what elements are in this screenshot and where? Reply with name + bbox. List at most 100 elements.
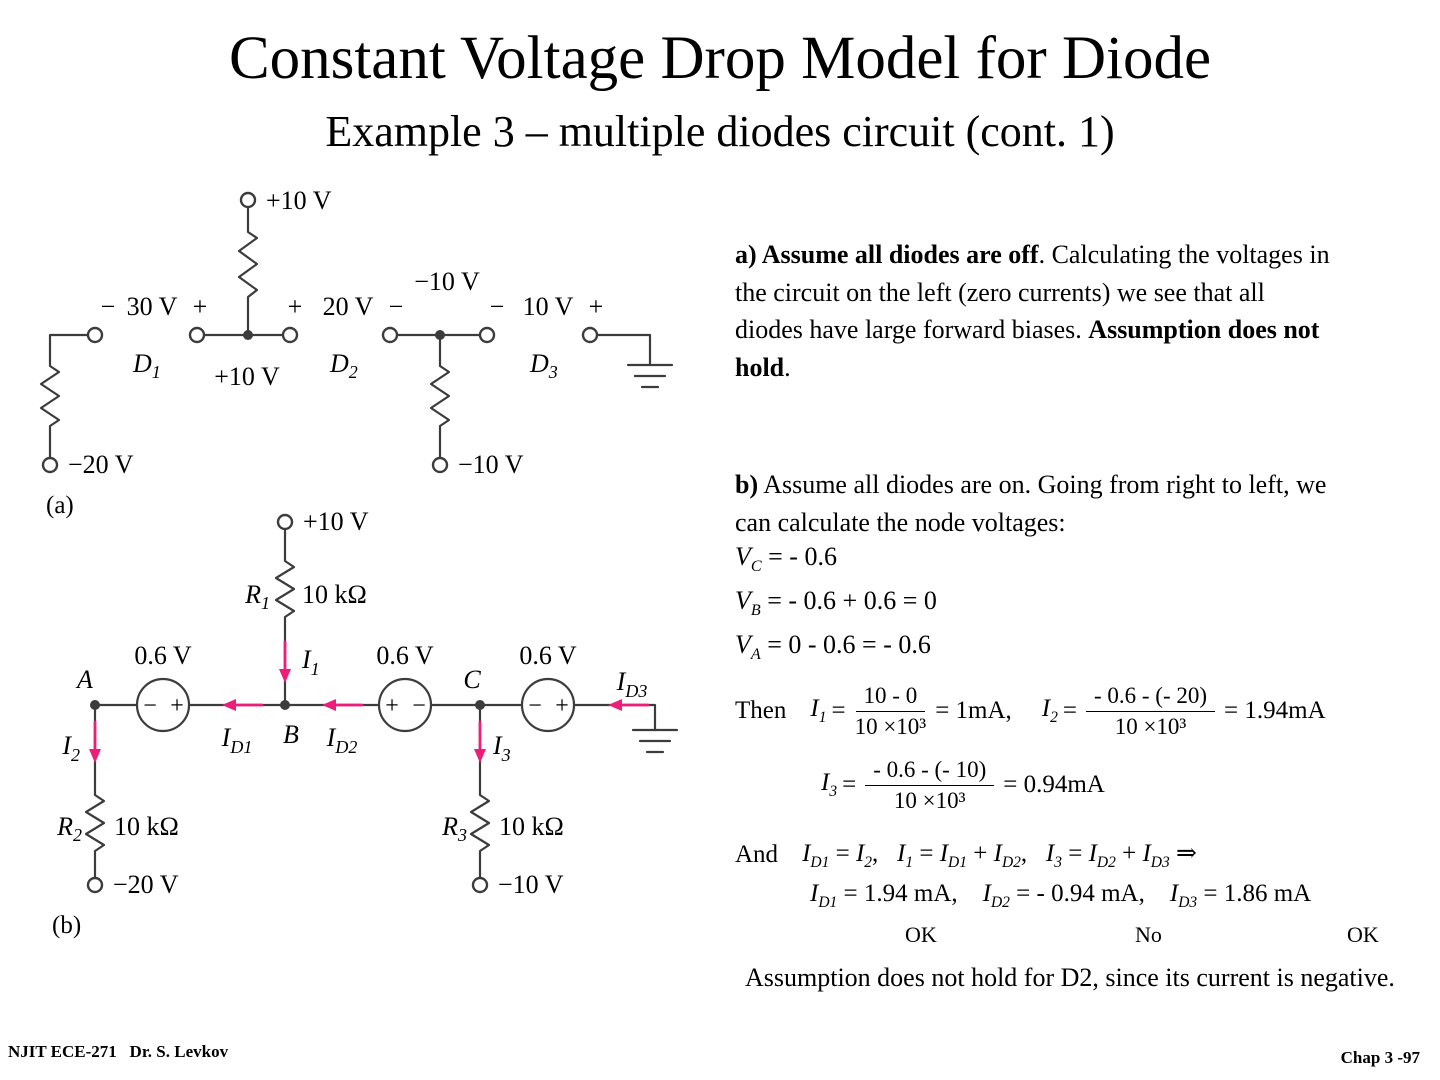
eq-i1-var: I bbox=[810, 695, 819, 723]
junction-dot bbox=[435, 330, 445, 340]
id3-label: ID3 bbox=[616, 667, 648, 701]
explanation-a-lead: a) Assume all diodes are off bbox=[735, 240, 1039, 269]
verdict-id1: OK bbox=[905, 922, 937, 947]
resistor-r1 bbox=[274, 553, 296, 632]
node-voltage-vc: VC = - 0.6 bbox=[735, 542, 837, 576]
d1-plus-sign: + bbox=[193, 292, 208, 321]
ground-symbol bbox=[631, 728, 679, 754]
then-label: Then bbox=[735, 697, 787, 725]
circuit-a: +10 V − 30 V + D1 +10 V + 20 V − D2 −10 … bbox=[39, 186, 674, 519]
explanation-a-period: . bbox=[784, 353, 791, 383]
r3-label: R3 bbox=[441, 812, 467, 845]
footer-course-label: NJIT ECE-271 Dr. S. Levkov bbox=[8, 1042, 229, 1061]
verdict-id3: OK bbox=[1347, 922, 1379, 947]
node-voltage-va: VA = 0 - 0.6 = - 0.6 bbox=[735, 630, 931, 664]
r3-value-label: 10 kΩ bbox=[499, 812, 564, 841]
equation-i2: I2 = - 0.6 - (- 20)10 ×10³ = 1.94mA bbox=[1041, 682, 1326, 740]
junction-dot-c bbox=[475, 700, 485, 710]
source-1-left-sign: − bbox=[143, 693, 157, 719]
verdicts-row: OK No OK bbox=[735, 922, 1435, 950]
source-1-value-label: 0.6 V bbox=[134, 641, 192, 670]
eq-i2-var: I bbox=[1041, 695, 1051, 723]
source-2-left-sign: + bbox=[385, 693, 399, 719]
resistor-r3 bbox=[469, 788, 491, 864]
terminal-minus10-label: −10 V bbox=[498, 870, 564, 899]
fraction-i2: - 0.6 - (- 20)10 ×10³ bbox=[1085, 682, 1216, 740]
id2-label: ID2 bbox=[326, 723, 358, 757]
terminal bbox=[41, 456, 59, 474]
junction-dot-a bbox=[90, 700, 100, 710]
node-a-label: A bbox=[75, 665, 93, 694]
d2-voltage-label: 20 V bbox=[323, 292, 374, 321]
resistor-r2 bbox=[84, 788, 106, 864]
i2-label: I2 bbox=[61, 731, 80, 765]
source-3-left-sign: − bbox=[528, 693, 542, 719]
i2-arrow-head bbox=[89, 749, 101, 763]
d1-minus-sign: − bbox=[101, 292, 116, 321]
terminal-minus20-label: −20 V bbox=[68, 450, 134, 479]
explanation-a: a) Assume all diodes are off. Calculatin… bbox=[735, 236, 1335, 387]
id2-arrow-head bbox=[322, 699, 336, 711]
current-arrows bbox=[89, 640, 650, 763]
terminal bbox=[431, 456, 449, 474]
d3-minus-sign: − bbox=[490, 292, 505, 321]
id1-label: ID1 bbox=[221, 723, 253, 757]
terminal bbox=[478, 326, 496, 344]
node-voltage-vb: VB = - 0.6 + 0.6 = 0 bbox=[735, 586, 937, 620]
explanation-column: a) Assume all diodes are off. Calculatin… bbox=[735, 0, 1440, 1080]
and-label: And bbox=[735, 841, 779, 868]
r2-label: R2 bbox=[56, 812, 82, 845]
source-2-right-sign: − bbox=[412, 693, 426, 719]
figure-b-caption: (b) bbox=[52, 912, 81, 939]
terminal bbox=[86, 876, 104, 894]
i3-label: I3 bbox=[492, 731, 511, 765]
i1-arrow-head bbox=[279, 669, 291, 683]
junction-dot-b bbox=[280, 700, 290, 710]
source-3-value-label: 0.6 V bbox=[519, 641, 577, 670]
id1-arrow-head bbox=[222, 699, 236, 711]
supply-top-label: +10 V bbox=[266, 186, 332, 215]
d3-label: D3 bbox=[529, 349, 558, 382]
terminal bbox=[281, 326, 299, 344]
fraction-i3: - 0.6 - (- 10)10 ×10³ bbox=[865, 756, 995, 814]
resistor bbox=[237, 223, 259, 312]
current-results-row: ID1 = 1.94 mA, ID2 = - 0.94 mA, ID3 = 1.… bbox=[810, 880, 1311, 912]
d2-label: D2 bbox=[329, 349, 358, 382]
voltage-source-1 bbox=[135, 677, 191, 733]
node-mid-voltage-label: +10 V bbox=[214, 362, 280, 391]
current-relations: ID1 = I2, I1 = ID1 + ID2, I3 = ID2 + ID3… bbox=[802, 840, 1197, 871]
r2-value-label: 10 kΩ bbox=[114, 812, 179, 841]
explanation-a-body: . Calculating the voltages in the circui… bbox=[735, 240, 1330, 345]
explanation-a-conclusion: Assumption does not hold bbox=[735, 315, 1320, 383]
terminal-minus10-label: −10 V bbox=[458, 450, 524, 479]
d1-voltage-label: 30 V bbox=[127, 292, 178, 321]
verdict-id2: No bbox=[1135, 922, 1162, 947]
i1-label: I1 bbox=[301, 645, 320, 679]
voltage-source-2 bbox=[377, 677, 433, 733]
circuit-a-wires bbox=[48, 205, 652, 459]
current-relations-row: And ID1 = I2, I1 = ID1 + ID2, I3 = ID2 +… bbox=[735, 838, 1197, 872]
explanation-b-lead: b) bbox=[735, 470, 759, 499]
terminal bbox=[86, 326, 104, 344]
figure-a-caption: (a) bbox=[46, 492, 74, 519]
resistor bbox=[39, 358, 61, 442]
terminal bbox=[581, 326, 599, 344]
i3-arrow-head bbox=[474, 749, 486, 763]
slide-title: Constant Voltage Drop Model for Diode bbox=[228, 25, 1212, 92]
slide-subtitle: Example 3 – multiple diodes circuit (con… bbox=[325, 107, 1115, 156]
voltage-source-3 bbox=[520, 677, 576, 733]
source-1-right-sign: + bbox=[170, 693, 184, 719]
node-c-label: C bbox=[463, 665, 481, 694]
terminal bbox=[188, 326, 206, 344]
r1-label: R1 bbox=[244, 580, 270, 613]
explanation-b-body: Assume all diodes are on. Going from rig… bbox=[735, 470, 1327, 537]
supply-top-label: +10 V bbox=[303, 507, 369, 536]
node-b-label: B bbox=[283, 720, 299, 749]
circuit-b-labels: +10 V R1 10 kΩ I1 A B C 0.6 V − + 0.6 V … bbox=[52, 507, 647, 939]
source-2-value-label: 0.6 V bbox=[376, 641, 434, 670]
d2-plus-sign: + bbox=[288, 292, 303, 321]
node-right-voltage-label: −10 V bbox=[414, 267, 480, 296]
d3-voltage-label: 10 V bbox=[523, 292, 574, 321]
